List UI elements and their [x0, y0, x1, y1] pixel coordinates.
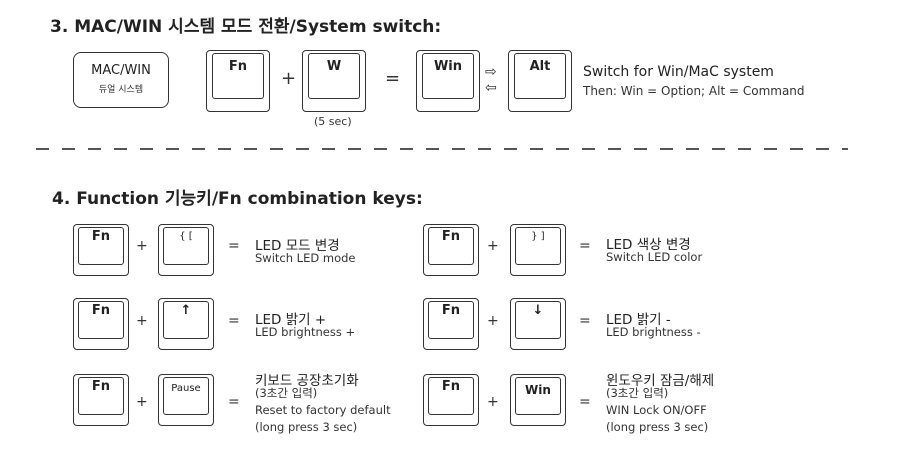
fn-keycap: Fn: [423, 298, 479, 350]
plus-sign: +: [487, 394, 499, 410]
arrow-left-icon: ⇦: [485, 80, 497, 96]
fn-key-label: Fn: [91, 229, 111, 244]
combo-english-label: LED brightness +: [255, 325, 356, 339]
section3-title: 3. MAC/WIN 시스템 모드 전환: [50, 17, 290, 37]
section4-subtitle: /Fn combination keys:: [211, 189, 423, 209]
left-bracket-key-label: { [: [179, 231, 193, 242]
mode-box-subtitle: 듀얼 시스템: [98, 85, 144, 95]
combo-english-label: LED brightness -: [606, 325, 701, 339]
equals-sign: =: [579, 394, 591, 410]
combo-english-duration: (long press 3 sec): [255, 420, 358, 434]
down-arrow-icon: ↓: [532, 303, 544, 318]
up-arrow-keycap: ↑: [158, 298, 214, 350]
equals-sign: =: [385, 68, 401, 89]
combo-korean-label: LED 색상 변경: [606, 237, 691, 253]
fn-key-label: Fn: [91, 379, 111, 394]
section-divider: [36, 148, 848, 150]
fn-keycap: Fn: [73, 224, 129, 276]
fn-keycap: Fn: [73, 374, 129, 426]
win-key-label: Win: [525, 383, 551, 397]
mode-box-title: MAC/WIN: [91, 63, 151, 78]
section3-subtitle: /System switch:: [289, 17, 442, 37]
fn-keycap: Fn: [73, 298, 129, 350]
combo-korean-duration: (3초간 입력): [606, 386, 669, 400]
combo-english-label: Reset to factory default: [255, 403, 391, 417]
arrow-right-icon: ⇨: [485, 64, 497, 80]
right-bracket-key-label: } ]: [531, 231, 545, 242]
combo-english-label: Switch LED mode: [255, 251, 356, 265]
w-key-label: W: [326, 59, 342, 74]
win-key-label: Win: [433, 59, 463, 74]
fn-key-label: Fn: [441, 379, 461, 394]
fn-key-label: Fn: [91, 303, 111, 318]
fn-key-label: Fn: [441, 229, 461, 244]
system-switch-description: Switch for Win/MaC system: [583, 64, 774, 80]
section4-title: 4. Function 기능키: [52, 189, 212, 209]
plus-sign: +: [487, 238, 499, 254]
down-arrow-keycap: ↓: [510, 298, 566, 350]
pause-keycap: Pause: [158, 374, 214, 426]
fn-keycap: Fn: [206, 50, 270, 112]
combo-english-label: Switch LED color: [606, 250, 703, 264]
alt-keycap: Alt: [508, 50, 572, 112]
fn-keycap: Fn: [423, 224, 479, 276]
section4-heading: 4. Function 기능키/Fn combination keys:: [52, 184, 423, 209]
combo-english-duration: (long press 3 sec): [606, 420, 709, 434]
fn-key-label: Fn: [441, 303, 461, 318]
pause-key-label: Pause: [171, 383, 201, 394]
combo-korean-duration: (3초간 입력): [255, 386, 318, 400]
fn-keycap: Fn: [423, 374, 479, 426]
equals-sign: =: [228, 313, 240, 329]
plus-sign: +: [281, 68, 297, 89]
combo-korean-label: LED 모드 변경: [255, 238, 340, 254]
mac-win-mode-box: MAC/WIN 듀얼 시스템: [73, 52, 169, 108]
equals-sign: =: [228, 238, 240, 254]
equals-sign: =: [228, 394, 240, 410]
combo-korean-label: 키보드 공장초기화: [255, 373, 359, 389]
plus-sign: +: [136, 394, 148, 410]
right-bracket-keycap: } ]: [510, 224, 566, 276]
combo-korean-label: LED 밝기 -: [606, 312, 671, 328]
combo-korean-label: 윈도우키 잠금/해제: [606, 373, 715, 389]
win-keycap: Win: [510, 374, 566, 426]
duration-label: (5 sec): [314, 115, 352, 128]
w-keycap: W: [302, 50, 366, 112]
win-keycap: Win: [416, 50, 480, 112]
combo-korean-label: LED 밝기 +: [255, 312, 327, 328]
alt-key-label: Alt: [529, 59, 551, 74]
plus-sign: +: [136, 313, 148, 329]
plus-sign: +: [487, 313, 499, 329]
equals-sign: =: [579, 238, 591, 254]
system-switch-mapping: Then: Win = Option; Alt = Command: [583, 84, 805, 98]
equals-sign: =: [579, 313, 591, 329]
plus-sign: +: [136, 238, 148, 254]
combo-english-label: WIN Lock ON/OFF: [606, 403, 707, 417]
left-bracket-keycap: { [: [158, 224, 214, 276]
fn-key-label: Fn: [228, 59, 248, 74]
up-arrow-icon: ↑: [180, 303, 192, 318]
section3-heading: 3. MAC/WIN 시스템 모드 전환/System switch:: [50, 12, 441, 37]
